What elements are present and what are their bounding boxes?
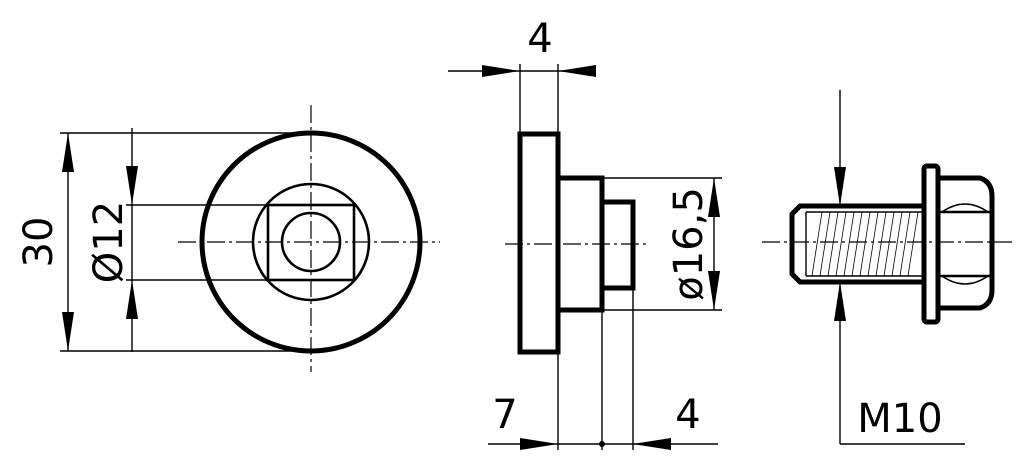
dim-text-m10: M10	[857, 396, 942, 442]
hex-arc-bottom	[941, 275, 989, 285]
dim-text-165: ø16,5	[666, 187, 712, 301]
hex-arc-top	[941, 203, 989, 213]
front-view: 30 Ø12	[16, 105, 440, 372]
arrow-7-left	[520, 438, 558, 450]
step-outline	[599, 199, 636, 291]
arrow-12-bottom	[126, 280, 138, 319]
arrow-30-bottom	[62, 312, 74, 351]
inner-circle	[280, 211, 342, 273]
dim-text-12: Ø12	[86, 201, 132, 283]
bolt-view: M10	[762, 90, 1012, 445]
middle-circle	[251, 182, 371, 302]
arrow-165-bottom	[708, 271, 720, 310]
arrow-165-top	[708, 178, 720, 217]
arrow-4-top-right	[558, 65, 596, 77]
side-view: 4 ø16,5 7 4	[448, 16, 722, 450]
arrow-12-top	[126, 166, 138, 205]
dim-text-4-bottom: 4	[675, 392, 700, 438]
dim-text-7: 7	[492, 392, 517, 438]
dot-7-4	[599, 441, 605, 447]
bolt-hex-head	[935, 175, 995, 311]
dim-text-4-top: 4	[527, 16, 552, 62]
flange-outline	[517, 131, 561, 355]
arrow-m10-bottom	[834, 282, 846, 321]
arrow-4-top-left	[482, 65, 520, 77]
square-hole	[266, 203, 356, 282]
outer-circle	[199, 130, 423, 354]
arrow-30-top	[62, 133, 74, 172]
arrow-m10-top	[834, 167, 846, 206]
bolt-shank	[789, 203, 924, 285]
dim-text-30: 30	[16, 217, 62, 268]
thread-hatching	[811, 211, 919, 277]
arrow-4-bottom-right	[633, 438, 671, 450]
